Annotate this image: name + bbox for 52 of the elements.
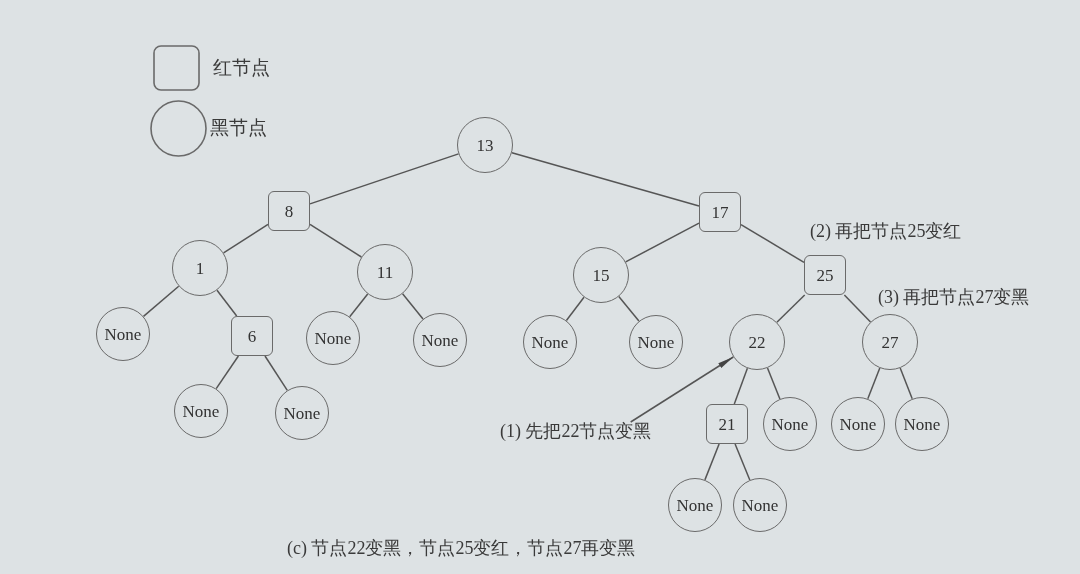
circle-node: None: [96, 307, 150, 361]
square-node: 25: [804, 255, 846, 295]
tree-edge: [216, 289, 238, 317]
tree-edge: [733, 367, 749, 405]
tree-edge: [899, 367, 913, 400]
tree-edge: [215, 355, 240, 390]
tree-edge: [843, 294, 872, 323]
annotation-text: (2) 再把节点25变红: [810, 220, 962, 243]
annotation-text: (3) 再把节点27变黑: [878, 286, 1030, 309]
legend-label: 黑节点: [210, 116, 267, 140]
annotation-text: (1) 先把22节点变黑: [500, 420, 652, 443]
tree-edge: [704, 443, 720, 481]
circle-node: 13: [457, 117, 513, 173]
tree-edge: [511, 151, 700, 207]
circle-node: None: [733, 478, 787, 532]
leader-arrow: [629, 356, 735, 423]
tree-edge: [776, 294, 806, 324]
circle-node: None: [895, 397, 949, 451]
circle-node: 11: [357, 244, 413, 300]
tree-edge: [142, 285, 180, 318]
circle-node: None: [306, 311, 360, 365]
circle-node: None: [413, 313, 467, 367]
tree-edge: [618, 295, 640, 322]
circle-node: 1: [172, 240, 228, 296]
tree-edge: [624, 222, 700, 263]
circle-node: None: [668, 478, 722, 532]
square-node: 17: [699, 192, 741, 232]
circle-node: 15: [573, 247, 629, 303]
circle-node: None: [831, 397, 885, 451]
circle-node: 22: [729, 314, 785, 370]
square-node: 8: [268, 191, 310, 231]
tree-edge: [867, 367, 881, 400]
circle-node: None: [629, 315, 683, 369]
legend-label: 红节点: [213, 56, 270, 80]
circle-node: None: [174, 384, 228, 438]
square-node: 21: [706, 404, 748, 444]
circle-node: None: [275, 386, 329, 440]
tree-edge: [264, 355, 289, 392]
tree-edge: [565, 296, 585, 322]
tree-edge: [734, 443, 751, 481]
tree-edge: [401, 293, 424, 320]
tree-edge: [348, 293, 369, 318]
circle-node: None: [763, 397, 817, 451]
tree-edge: [766, 367, 781, 400]
tree-edge: [740, 223, 805, 264]
square-node: 6: [231, 316, 273, 356]
tree-edge: [222, 223, 269, 254]
tree-edge: [309, 223, 363, 258]
circle-node: None: [523, 315, 577, 369]
caption: (c) 节点22变黑，节点25变红，节点27再变黑: [287, 537, 636, 560]
tree-edge: [309, 153, 460, 205]
circle-node: 27: [862, 314, 918, 370]
